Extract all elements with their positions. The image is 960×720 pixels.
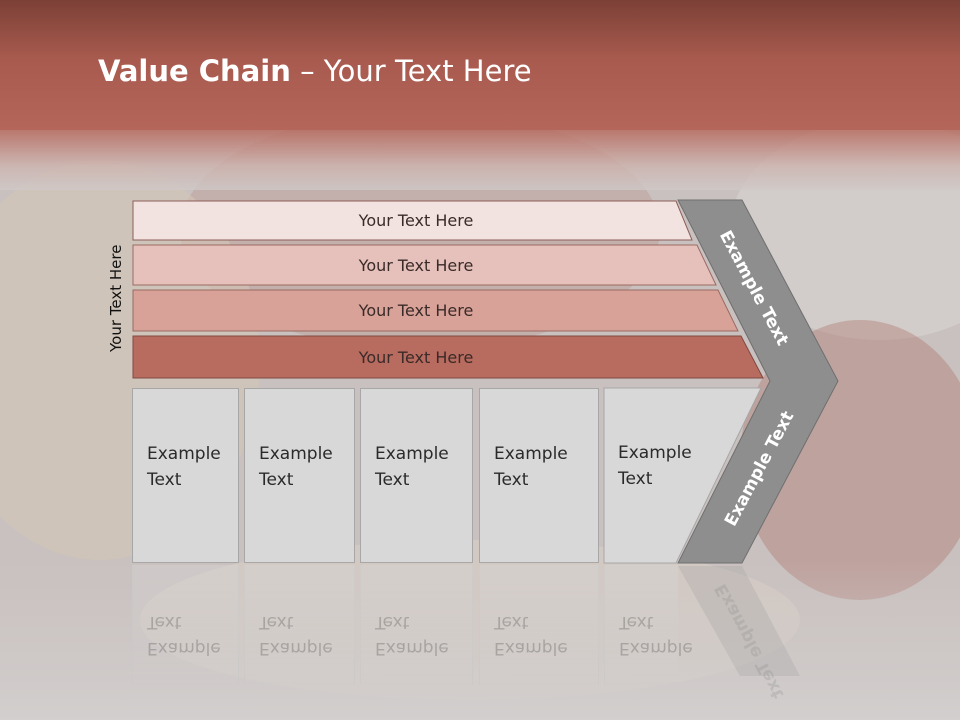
box-2-line1: Example bbox=[259, 444, 333, 464]
box-2-reflection: Example Text bbox=[244, 565, 355, 685]
chevron-shape bbox=[677, 199, 839, 564]
box-3-reflection-line2: Text bbox=[375, 612, 410, 632]
box-5-reflection-line1: Example bbox=[619, 638, 693, 658]
box-4-line1: Example bbox=[494, 444, 568, 464]
box-4-line2: Text bbox=[494, 470, 529, 490]
bar-2-shape bbox=[132, 244, 717, 286]
box-1-line1: Example bbox=[147, 444, 221, 464]
bar-3: Your Text Here bbox=[133, 290, 699, 331]
bar-4-shape bbox=[132, 335, 764, 379]
chevron-reflection bbox=[678, 566, 800, 676]
box-3-line1: Example bbox=[375, 444, 449, 464]
box-2-reflection-line1: Example bbox=[259, 638, 333, 658]
slide-title: Value Chain – Your Text Here bbox=[98, 54, 532, 88]
box-3-line2: Text bbox=[375, 470, 410, 490]
box-2-reflection-line2: Text bbox=[259, 612, 294, 632]
bar-1-shape bbox=[132, 200, 693, 241]
box-4-reflection-line2: Text bbox=[494, 612, 529, 632]
box-5-reflection-line2: Text bbox=[619, 612, 654, 632]
bar-2: Your Text Here bbox=[133, 245, 699, 285]
box-5-line1: Example bbox=[618, 443, 692, 463]
box-5-reflection: Example Text bbox=[604, 565, 693, 685]
bar-2-label: Your Text Here bbox=[358, 255, 474, 275]
box-3-reflection: Example Text bbox=[360, 565, 473, 685]
box-5-line2: Text bbox=[618, 469, 653, 489]
box-4-reflection-line1: Example bbox=[494, 638, 568, 658]
bar-1-label: Your Text Here bbox=[358, 211, 474, 230]
bar-3-shape bbox=[132, 289, 739, 332]
bar-4: Your Text Here bbox=[133, 336, 699, 378]
box-2-line2: Text bbox=[259, 470, 294, 490]
title-rest: – Your Text Here bbox=[290, 54, 532, 88]
bar-1: Your Text Here bbox=[133, 201, 699, 240]
box-4-reflection: Example Text bbox=[479, 565, 599, 685]
box-3-reflection-line1: Example bbox=[375, 638, 449, 658]
box-1-reflection: Example Text bbox=[132, 565, 239, 685]
box-5-shape bbox=[603, 387, 762, 564]
title-bold: Value Chain bbox=[98, 54, 291, 88]
bar-4-label: Your Text Here bbox=[358, 347, 474, 367]
box-1-reflection-line2: Text bbox=[147, 612, 182, 632]
box-1-line2: Text bbox=[147, 470, 182, 490]
bar-3-label: Your Text Here bbox=[358, 301, 474, 320]
box-1-reflection-line1: Example bbox=[147, 638, 221, 658]
